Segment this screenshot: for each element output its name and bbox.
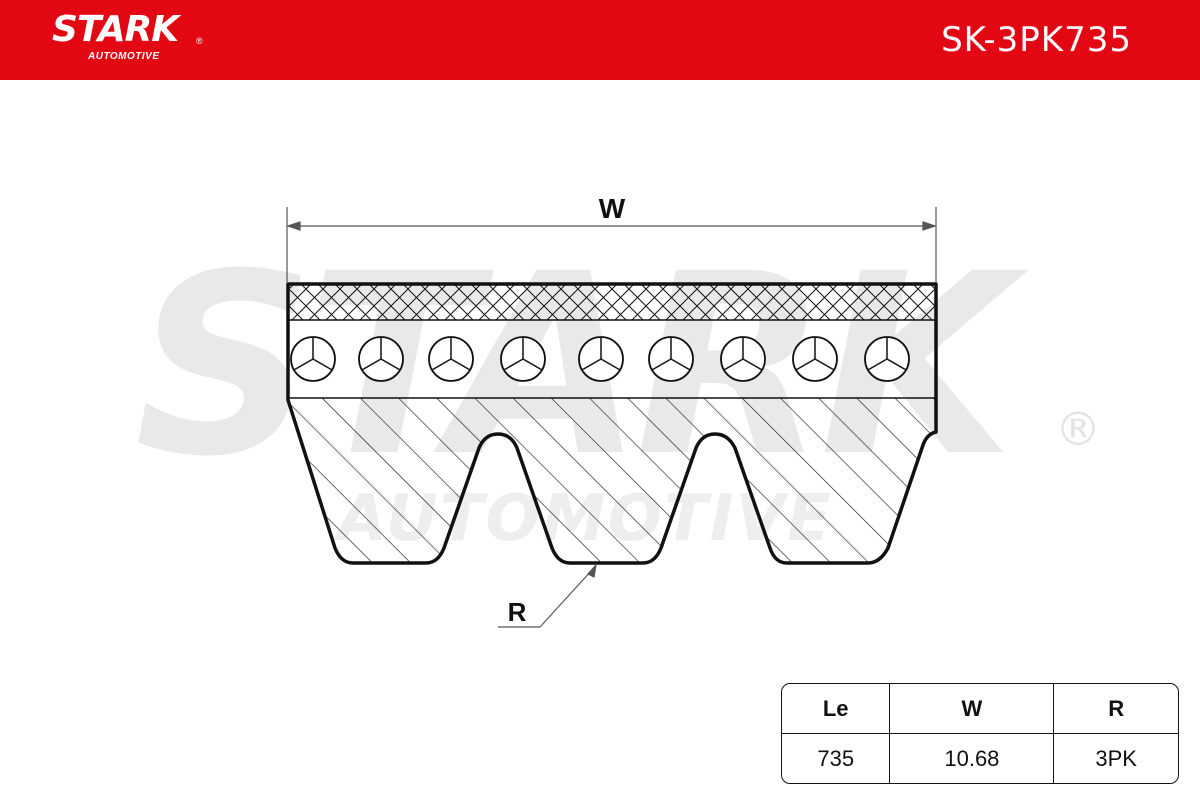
belt-outline: [286, 282, 938, 565]
spec-header-w: W: [889, 684, 1054, 734]
spec-table-value-row: 735 10.68 3PK: [782, 734, 1178, 783]
tension-cord: [720, 336, 766, 382]
tension-cords: [290, 336, 910, 382]
brand-registered-mark: ®: [196, 36, 203, 46]
part-number: SK-3PK735: [941, 20, 1132, 60]
spec-table-header-row: Le W R: [782, 684, 1178, 734]
tension-cord: [792, 336, 838, 382]
radius-leader: [498, 563, 597, 628]
tension-cord: [290, 336, 336, 382]
watermark-registered-mark: ®: [1055, 402, 1101, 456]
tension-cord: [358, 336, 404, 382]
radius-label: R: [508, 597, 527, 627]
spec-value-le: 735: [817, 745, 855, 771]
brand-logo: STARK: [52, 9, 179, 50]
spec-value-w: 10.68: [889, 734, 1053, 783]
spec-header-r: R: [1053, 684, 1178, 734]
spec-header-le: Le: [782, 684, 890, 734]
header-bar: STARK ® AUTOMOTIVE SK-3PK735: [0, 0, 1200, 80]
tension-cord: [500, 336, 546, 382]
width-dimension-label: W: [599, 193, 626, 224]
belt-cover-layer: [288, 284, 936, 320]
tension-cord: [578, 336, 624, 382]
tension-cord: [864, 336, 910, 382]
tension-cord: [648, 336, 694, 382]
width-dimension: [286, 207, 937, 282]
brand-subtitle: AUTOMOTIVE: [88, 51, 160, 62]
belt-ribbed-body: [288, 398, 936, 563]
spec-value-r: 3PK: [1053, 734, 1178, 783]
spec-table: Le W R 735 10.68 3PK: [781, 683, 1179, 784]
tension-cord: [428, 336, 474, 382]
belt-cross-section-drawing: STARK AUTOMOTIVE ® W R: [135, 193, 1101, 628]
